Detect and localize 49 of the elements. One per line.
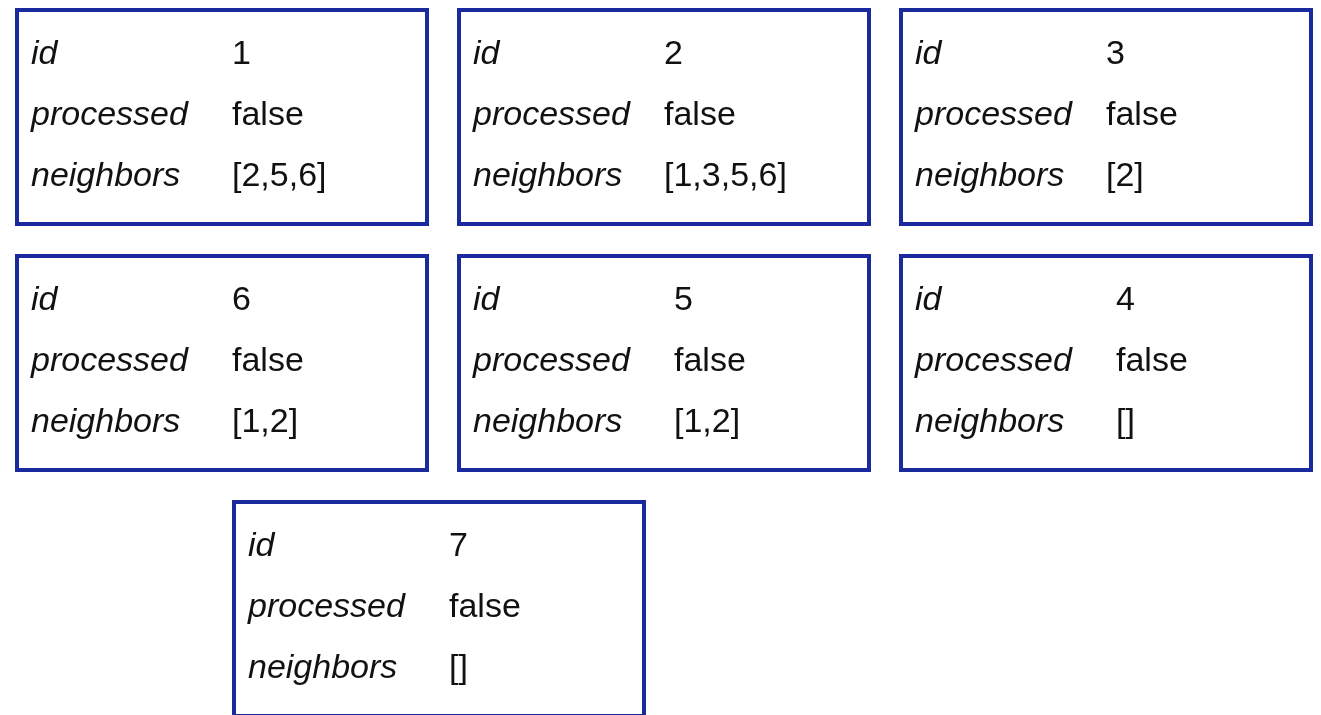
field-value: 6	[232, 278, 251, 318]
field-name: processed	[31, 339, 188, 379]
field-value: []	[449, 646, 468, 686]
field-value: [2,5,6]	[232, 154, 327, 194]
field-name: neighbors	[473, 154, 623, 194]
field-value: 7	[449, 524, 468, 564]
field-value: [1,3,5,6]	[664, 154, 787, 194]
field-value: false	[1106, 93, 1178, 133]
field-value: 5	[674, 278, 693, 318]
field-name: processed	[915, 339, 1072, 379]
field-name: neighbors	[31, 400, 181, 440]
field-value: 3	[1106, 32, 1125, 72]
field-value: []	[1116, 400, 1135, 440]
field-name: neighbors	[915, 154, 1065, 194]
field-name: neighbors	[915, 400, 1065, 440]
record-box	[457, 8, 871, 226]
field-value: false	[232, 339, 304, 379]
record-box	[457, 254, 871, 472]
field-name: processed	[248, 585, 405, 625]
field-value: false	[232, 93, 304, 133]
record-box	[232, 500, 646, 715]
field-value: [1,2]	[674, 400, 741, 440]
field-name: id	[473, 278, 500, 318]
record-box	[15, 8, 429, 226]
field-name: neighbors	[248, 646, 398, 686]
field-value: false	[1116, 339, 1188, 379]
record-box	[899, 8, 1313, 226]
field-value: [1,2]	[232, 400, 299, 440]
record-box	[899, 254, 1313, 472]
field-name: id	[915, 278, 942, 318]
field-value: 1	[232, 32, 251, 72]
field-name: processed	[31, 93, 188, 133]
record-box	[15, 254, 429, 472]
field-name: id	[915, 32, 942, 72]
field-name: neighbors	[473, 400, 623, 440]
field-name: processed	[915, 93, 1072, 133]
field-name: processed	[473, 339, 630, 379]
field-name: id	[31, 32, 58, 72]
field-value: [2]	[1106, 154, 1144, 194]
field-name: id	[473, 32, 500, 72]
field-name: id	[31, 278, 58, 318]
field-value: false	[674, 339, 746, 379]
field-value: 4	[1116, 278, 1135, 318]
field-name: id	[248, 524, 275, 564]
field-name: neighbors	[31, 154, 181, 194]
field-value: false	[664, 93, 736, 133]
field-name: processed	[473, 93, 630, 133]
field-value: 2	[664, 32, 683, 72]
field-value: false	[449, 585, 521, 625]
